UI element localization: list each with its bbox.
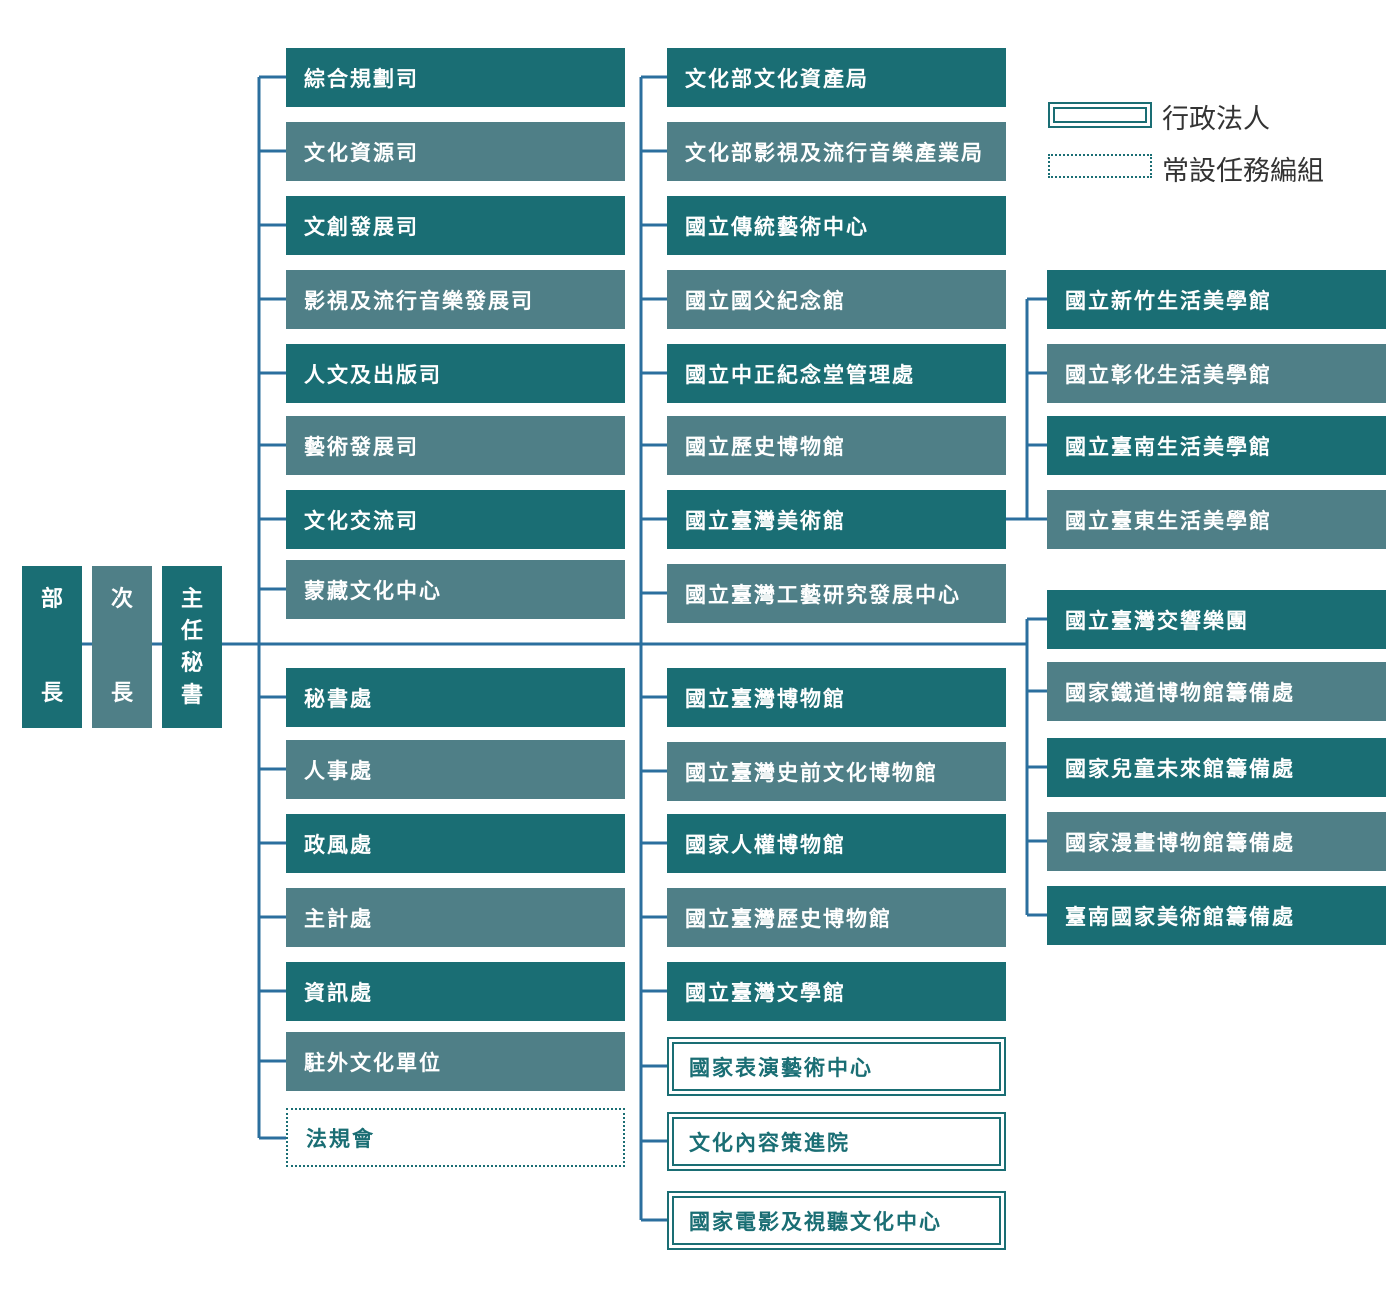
unit-box: 國立臺灣工藝研究發展中心 — [667, 564, 1006, 623]
unit-label: 蒙藏文化中心 — [304, 578, 442, 603]
unit-label: 文創發展司 — [304, 214, 419, 239]
unit-label: 國立中正紀念堂管理處 — [685, 362, 915, 387]
legend-corp-label: 行政法人 — [1162, 104, 1270, 135]
unit-label: 綜合規劃司 — [304, 66, 419, 91]
vice-minister-char: 次 — [110, 587, 133, 612]
administrative-corporation-box: 國家電影及視聽文化中心 — [667, 1191, 1006, 1250]
unit-label: 國家漫畫博物館籌備處 — [1065, 830, 1295, 855]
unit-box: 國立臺南生活美學館 — [1047, 416, 1386, 475]
unit-label: 文化交流司 — [304, 508, 419, 533]
unit-label: 文化資源司 — [304, 140, 419, 165]
vice-minister-char: 長 — [110, 681, 133, 706]
unit-label: 國立臺灣文學館 — [685, 980, 846, 1005]
unit-box: 國家兒童未來館籌備處 — [1047, 738, 1386, 797]
unit-box: 國立國父紀念館 — [667, 270, 1006, 329]
unit-label: 人文及出版司 — [304, 362, 442, 387]
unit-box: 蒙藏文化中心 — [286, 560, 625, 619]
unit-box: 藝術發展司 — [286, 416, 625, 475]
unit-label: 國立臺東生活美學館 — [1065, 508, 1272, 533]
unit-label: 駐外文化單位 — [304, 1050, 442, 1075]
unit-label: 國立傳統藝術中心 — [685, 214, 869, 239]
unit-label: 國立臺灣史前文化博物館 — [685, 760, 938, 785]
unit-box: 國立臺灣文學館 — [667, 962, 1006, 1021]
unit-box: 秘書處 — [286, 668, 625, 727]
unit-box: 文化資源司 — [286, 122, 625, 181]
chief-secretary-char: 秘 — [180, 651, 203, 676]
minister-char: 部 — [40, 587, 63, 612]
unit-box: 人事處 — [286, 740, 625, 799]
unit-box: 文化部文化資產局 — [667, 48, 1006, 107]
unit-label: 國立臺灣博物館 — [685, 686, 846, 711]
legend-task-sample — [1048, 154, 1152, 178]
unit-label: 國家鐵道博物館籌備處 — [1065, 680, 1295, 705]
unit-label: 國家兒童未來館籌備處 — [1065, 756, 1295, 781]
legend-task-label: 常設任務編組 — [1162, 156, 1324, 187]
administrative-corporation-box: 國家表演藝術中心 — [667, 1037, 1006, 1096]
unit-box: 主計處 — [286, 888, 625, 947]
unit-label: 人事處 — [304, 758, 373, 783]
unit-label: 主計處 — [304, 906, 373, 931]
unit-box: 綜合規劃司 — [286, 48, 625, 107]
unit-label: 政風處 — [304, 832, 373, 857]
unit-box: 文創發展司 — [286, 196, 625, 255]
unit-box: 國立臺東生活美學館 — [1047, 490, 1386, 549]
administrative-corporation-box: 文化內容策進院 — [667, 1112, 1006, 1171]
unit-label: 文化內容策進院 — [689, 1130, 850, 1155]
unit-label: 秘書處 — [304, 686, 373, 711]
unit-label: 法規會 — [306, 1126, 375, 1151]
unit-box: 駐外文化單位 — [286, 1032, 625, 1091]
unit-label: 國立新竹生活美學館 — [1065, 288, 1272, 313]
unit-box: 國立中正紀念堂管理處 — [667, 344, 1006, 403]
unit-label: 國立歷史博物館 — [685, 434, 846, 459]
chief-secretary-char: 書 — [180, 683, 203, 708]
unit-label: 藝術發展司 — [304, 434, 419, 459]
unit-label: 國家電影及視聽文化中心 — [689, 1209, 942, 1234]
unit-label: 國立臺灣工藝研究發展中心 — [685, 582, 961, 607]
unit-label: 國立彰化生活美學館 — [1065, 362, 1272, 387]
unit-box: 國立臺灣美術館 — [667, 490, 1006, 549]
unit-box: 國家漫畫博物館籌備處 — [1047, 812, 1386, 871]
unit-label: 資訊處 — [304, 980, 373, 1005]
unit-label: 影視及流行音樂發展司 — [304, 288, 534, 313]
minister-box: 部 長 — [22, 566, 82, 728]
unit-box: 國立臺灣博物館 — [667, 668, 1006, 727]
chief-secretary-box: 主 任 秘 書 — [162, 566, 222, 728]
minister-char: 長 — [40, 681, 63, 706]
unit-box: 文化部影視及流行音樂產業局 — [667, 122, 1006, 181]
chief-secretary-char: 主 — [180, 587, 203, 612]
unit-box: 國立歷史博物館 — [667, 416, 1006, 475]
unit-box: 文化交流司 — [286, 490, 625, 549]
unit-label: 國立臺灣交響樂團 — [1065, 608, 1249, 633]
task-force-box: 法規會 — [286, 1108, 625, 1167]
unit-label: 國家人權博物館 — [685, 832, 846, 857]
unit-label: 國家表演藝術中心 — [689, 1055, 873, 1080]
unit-label: 國立臺灣歷史博物館 — [685, 906, 892, 931]
unit-box: 國立新竹生活美學館 — [1047, 270, 1386, 329]
unit-box: 資訊處 — [286, 962, 625, 1021]
unit-label: 國立國父紀念館 — [685, 288, 846, 313]
unit-box: 國立臺灣交響樂團 — [1047, 590, 1386, 649]
unit-box: 臺南國家美術館籌備處 — [1047, 886, 1386, 945]
unit-label: 文化部文化資產局 — [685, 66, 869, 91]
unit-label: 國立臺灣美術館 — [685, 508, 846, 533]
unit-box: 影視及流行音樂發展司 — [286, 270, 625, 329]
unit-box: 國立臺灣史前文化博物館 — [667, 742, 1006, 801]
unit-box: 政風處 — [286, 814, 625, 873]
legend-corp-sample — [1048, 102, 1152, 128]
unit-box: 國家鐵道博物館籌備處 — [1047, 662, 1386, 721]
unit-box: 國立彰化生活美學館 — [1047, 344, 1386, 403]
vice-minister-box: 次 長 — [92, 566, 152, 728]
unit-box: 人文及出版司 — [286, 344, 625, 403]
chief-secretary-char: 任 — [180, 619, 203, 644]
unit-box: 國立臺灣歷史博物館 — [667, 888, 1006, 947]
unit-label: 文化部影視及流行音樂產業局 — [685, 140, 984, 165]
unit-label: 國立臺南生活美學館 — [1065, 434, 1272, 459]
unit-box: 國立傳統藝術中心 — [667, 196, 1006, 255]
unit-label: 臺南國家美術館籌備處 — [1065, 904, 1295, 929]
unit-box: 國家人權博物館 — [667, 814, 1006, 873]
